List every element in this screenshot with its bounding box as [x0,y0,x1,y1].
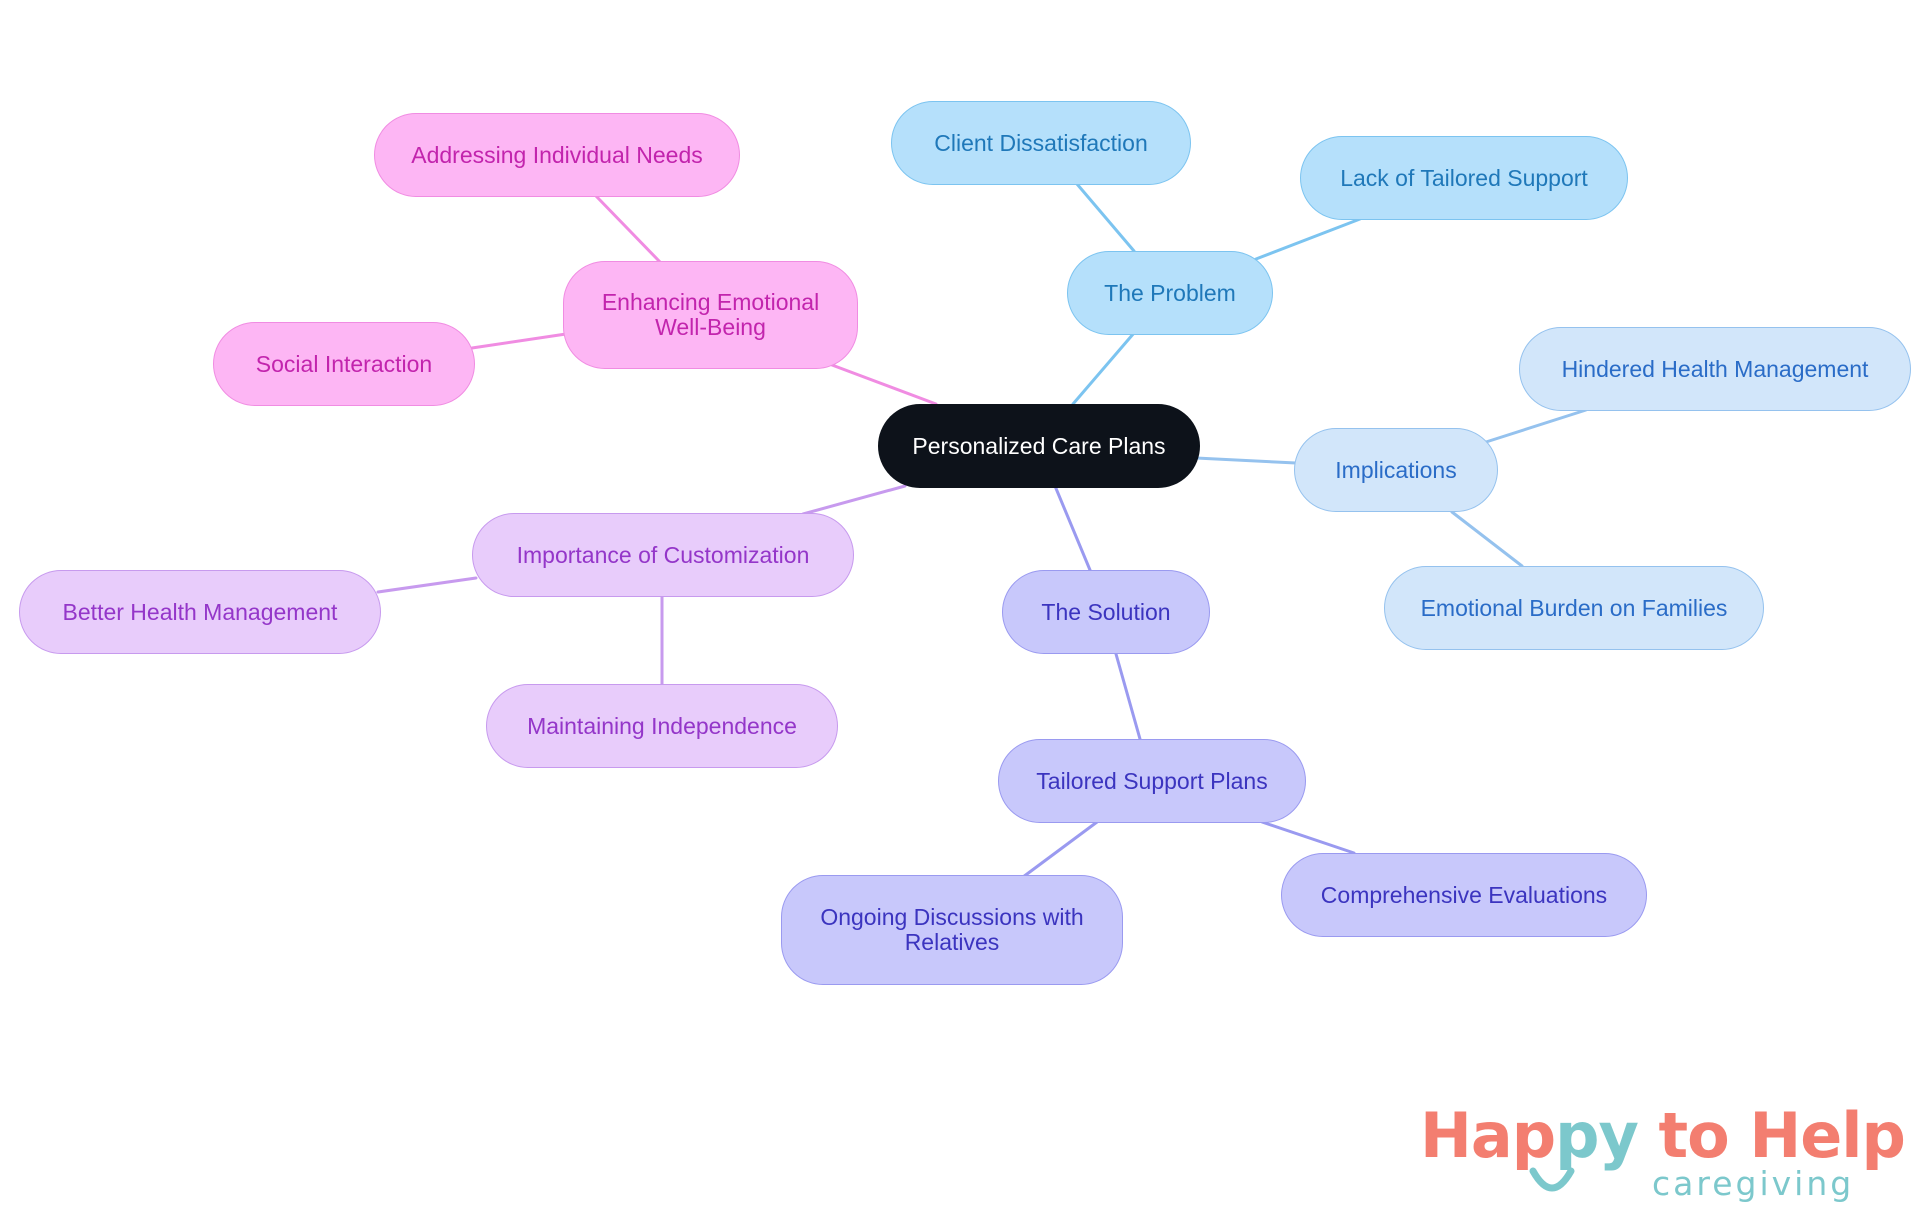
edge-solution-tailored [1114,652,1142,741]
node-the-solution: The Solution [1002,570,1210,654]
edge-root-implications [1194,456,1298,465]
edge-customization-better-health [376,576,478,594]
edge-root-problem [1071,331,1136,406]
node-comprehensive-evaluations: Comprehensive Evaluations [1281,853,1647,937]
node-enhancing-emotional-well-being: Enhancing Emotional Well-Being [563,261,858,369]
edge-problem-lack-of-support [1254,217,1362,261]
node-ongoing-discussions-with-relatives: Ongoing Discussions with Relatives [781,875,1123,985]
node-better-health-management: Better Health Management [19,570,381,654]
node-emotional-burden-on-families: Emotional Burden on Families [1384,566,1764,650]
node-lack-of-tailored-support: Lack of Tailored Support [1300,136,1628,220]
logo-wordmark: Happy to Help [1420,1099,1906,1172]
edge-emotional-social [470,332,568,350]
edge-implications-burden [1450,510,1524,568]
logo-subtitle: caregiving [1652,1164,1855,1203]
edge-root-emotional [830,363,938,406]
edge-emotional-addressing [594,194,662,264]
edge-tailored-comprehensive [1260,820,1356,855]
node-the-problem: The Problem [1067,251,1273,335]
edge-root-solution [1053,484,1092,572]
node-maintaining-independence: Maintaining Independence [486,684,838,768]
edge-implications-hindered [1484,408,1588,444]
node-hindered-health-management: Hindered Health Management [1519,327,1911,411]
smile-icon [1529,1167,1575,1192]
edge-problem-client-dissatisfaction [1075,182,1136,253]
root-node: Personalized Care Plans [878,404,1200,488]
edge-root-customization [801,484,907,516]
node-client-dissatisfaction: Client Dissatisfaction [891,101,1191,185]
node-tailored-support-plans: Tailored Support Plans [998,739,1306,823]
happy-to-help-logo: Happy to Help caregiving [1420,1105,1906,1205]
node-social-interaction: Social Interaction [213,322,475,406]
edge-tailored-ongoing [1021,820,1099,879]
node-addressing-individual-needs: Addressing Individual Needs [374,113,740,197]
node-implications: Implications [1294,428,1498,512]
node-importance-of-customization: Importance of Customization [472,513,854,597]
